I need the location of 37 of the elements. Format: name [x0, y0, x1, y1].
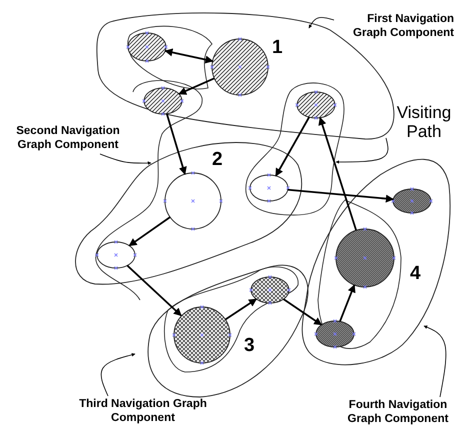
page-circle	[210, 37, 270, 97]
arrow	[288, 188, 394, 203]
page-ellipse	[391, 187, 433, 215]
arrow	[126, 264, 182, 316]
page-ellipse	[295, 90, 337, 120]
page-ellipse	[95, 240, 137, 270]
arrow	[128, 216, 171, 246]
component-label: First Navigation Graph Component	[336, 12, 454, 40]
component-number: 2	[212, 150, 223, 170]
page-circle	[172, 305, 232, 365]
arrow	[283, 298, 322, 326]
component-label: Third Navigation Graph Component	[78, 397, 208, 425]
arrow	[166, 113, 187, 175]
arrow	[178, 77, 215, 95]
page-ellipse	[126, 31, 168, 63]
component-number: 4	[410, 264, 421, 284]
arrow	[275, 116, 310, 177]
component-label: Second Navigation Graph Component	[4, 124, 132, 152]
arrow	[225, 298, 258, 320]
path-label: Visiting Path	[392, 103, 456, 141]
arrow	[164, 48, 214, 64]
leader-line	[336, 138, 388, 164]
arrow	[318, 116, 358, 231]
leader-line	[100, 353, 136, 396]
arrow	[339, 284, 356, 322]
leader-line	[308, 17, 334, 28]
component-number: 3	[244, 336, 255, 356]
leader-line	[100, 154, 152, 165]
page-circle	[163, 171, 223, 231]
page-ellipse	[314, 319, 356, 349]
page-ellipse	[142, 86, 184, 116]
component-number: 1	[272, 38, 283, 58]
component-label: Fourth Navigation Graph Component	[340, 398, 456, 426]
page-circle	[334, 227, 396, 289]
leader-line	[424, 326, 446, 398]
page-ellipse	[249, 275, 291, 305]
page-ellipse	[248, 173, 290, 203]
